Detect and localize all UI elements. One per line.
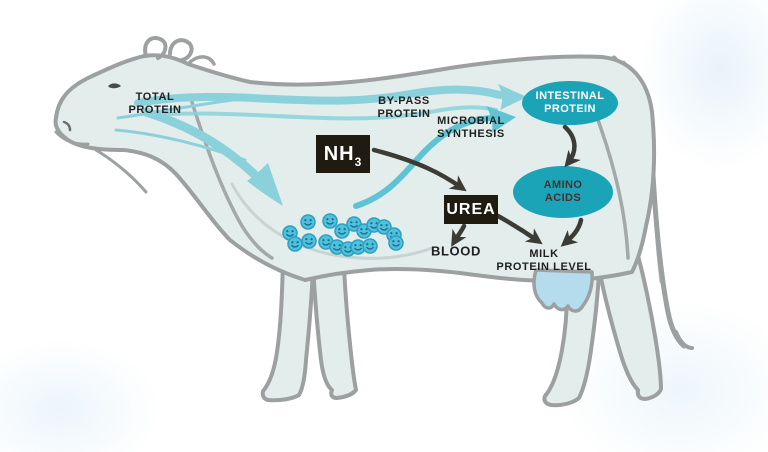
total-protein-to-rumen-flow — [141, 107, 259, 179]
rumen-outline — [230, 182, 434, 260]
label-total-protein: TOTAL PROTEIN — [128, 91, 182, 116]
cow-mouth-line — [54, 130, 90, 146]
amino-acids-label: AMINO ACIDS — [543, 178, 583, 204]
microbe — [329, 239, 345, 255]
microbe — [300, 214, 316, 230]
arrow-nh3-to-urea — [371, 147, 467, 192]
cow-horn-right — [168, 38, 194, 62]
cow-cheek-line — [94, 148, 148, 194]
microbes-layer — [282, 213, 404, 257]
label-blood: BLOOD — [431, 243, 481, 259]
label-milk-protein-level: MILK PROTEIN LEVEL — [496, 248, 592, 273]
cow-horn-left — [143, 36, 168, 60]
cow-shoulder-line — [188, 94, 274, 260]
microbe — [388, 235, 404, 251]
urea-box: UREA — [444, 195, 498, 224]
cow-tail-tuft — [674, 330, 694, 350]
label-microbial-synthesis: MICROBIAL SYNTHESIS — [437, 115, 505, 140]
cow-thigh-line — [596, 118, 630, 260]
bypass-protein-flow-parallel — [148, 105, 498, 121]
cow-front-leg-near — [260, 260, 315, 403]
dark-arrows — [371, 124, 584, 247]
urea-label: UREA — [446, 200, 496, 218]
arrow-urea-to-blood — [451, 223, 467, 247]
microbe — [322, 213, 338, 229]
cow-ear — [188, 55, 216, 66]
microbe — [362, 238, 378, 254]
protein-flow-arrows — [114, 84, 527, 209]
bypass-arrowhead-icon — [498, 84, 527, 110]
amino-acids-node — [513, 166, 613, 218]
cow-udder — [532, 268, 594, 313]
microbial-synthesis-flow — [353, 115, 493, 209]
label-bypass-protein: BY-PASS PROTEIN — [377, 95, 431, 120]
arrow-urea-to-milk — [495, 213, 543, 245]
intestinal-protein-label: INTESTINAL PROTEIN — [535, 89, 605, 115]
nh3-subscript: 3 — [354, 155, 363, 169]
arrow-intestinal-to-amino — [562, 124, 581, 168]
cow-eye-icon — [108, 83, 121, 89]
microbe — [301, 233, 317, 249]
intestinal-protein-node — [522, 81, 618, 125]
cow-rear-leg-far — [597, 246, 663, 401]
microbe — [334, 223, 350, 239]
microbe — [287, 236, 303, 252]
cow-front-leg-far — [311, 264, 358, 400]
bypass-protein-flow — [134, 85, 504, 107]
microbial-synthesis-arrowhead-icon — [486, 106, 516, 133]
microbe — [376, 219, 392, 235]
nh3-label: NH — [323, 142, 355, 165]
arrow-amino-to-milk — [560, 217, 584, 247]
cow-nostril — [62, 120, 72, 132]
rumen-arrowhead-icon — [247, 163, 283, 206]
